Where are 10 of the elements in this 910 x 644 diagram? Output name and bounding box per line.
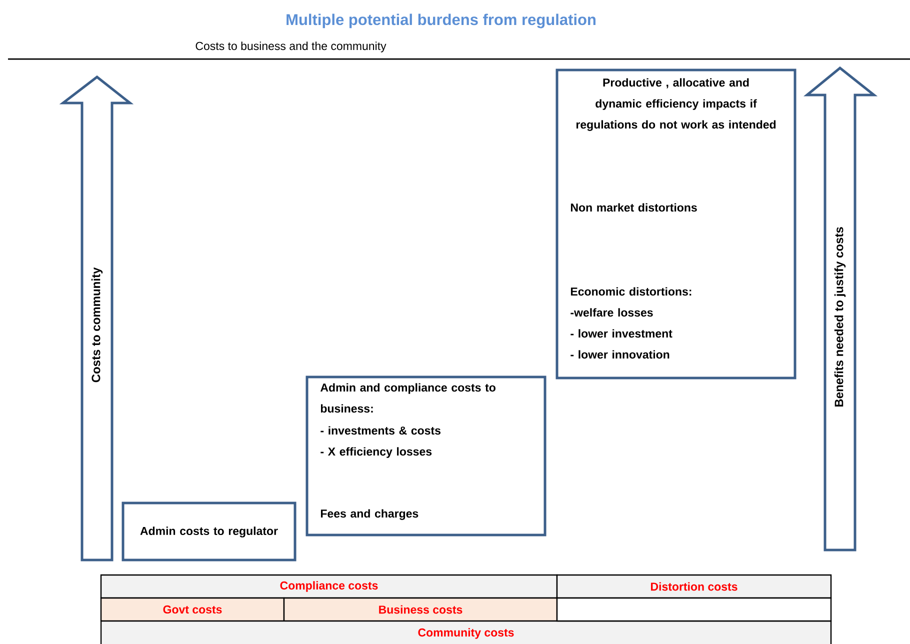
subtitle: Costs to business and the community: [196, 42, 386, 52]
text-box: Admin costs to regulator: [122, 502, 296, 562]
table-cell: Distortion costs: [556, 574, 832, 599]
table-cell: Business costs: [283, 597, 558, 622]
text-box: Productive , allocative and dynamic efficiency impacts if regulations do not work as intended Non market distortions Economic distortions: -welfare losses - lower investment - lower innovation: [556, 68, 796, 380]
table-cell: Community costs: [100, 620, 832, 644]
table-cell: Compliance costs: [100, 574, 558, 599]
title: Multiple potential burdens from regulation: [286, 14, 596, 28]
table-cell: Govt costs: [100, 597, 285, 622]
text-box: Admin and compliance costs to business: - investments & costs - X efficiency losses Fees and charges: [306, 376, 546, 536]
